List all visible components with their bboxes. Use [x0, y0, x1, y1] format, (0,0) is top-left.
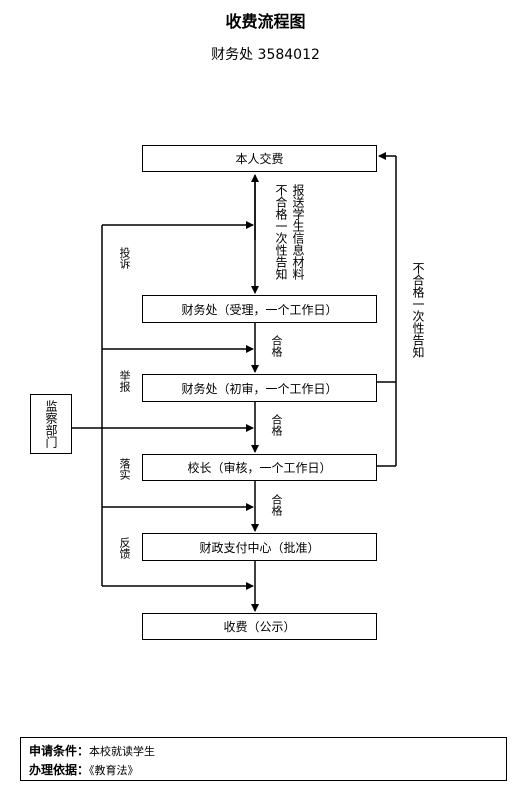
condition-value: 本校就读学生 [89, 745, 156, 758]
label-complaint: 投诉 [118, 247, 131, 269]
box-finance-accept: 财务处（受理，一个工作日） [142, 295, 377, 323]
box-finance-review: 财务处（初审，一个工作日） [142, 374, 377, 402]
box-president-audit: 校长（审核，一个工作日） [142, 454, 377, 481]
page-subtitle: 财务处 3584012 [211, 47, 320, 63]
label-send-materials: 报送学生信息材料 [291, 184, 305, 280]
label-feedback: 反馈 [118, 537, 131, 559]
label-pass-2: 合格 [270, 414, 283, 436]
basis-value: 《教育法》 [89, 764, 139, 777]
box-supervision-dept: 监察部门 [30, 394, 72, 454]
box-pay: 本人交费 [142, 145, 377, 172]
basis-label: 办理依据： [29, 763, 90, 777]
condition-label: 申请条件： [29, 744, 90, 758]
condition-row: 申请条件：本校就读学生 [29, 742, 498, 761]
box-charge-public: 收费（公示） [142, 613, 377, 640]
requirements-box: 申请条件：本校就读学生 办理依据：《教育法》 [20, 737, 507, 781]
label-fail-notice-right: 不合格一次性告知 [411, 262, 425, 358]
supervision-dept-label: 监察部门 [44, 400, 58, 448]
label-fail-notice-left: 不合格一次性告知 [274, 184, 288, 280]
label-implement: 落实 [118, 458, 131, 480]
page-title: 收费流程图 [225, 12, 306, 31]
label-pass-1: 合格 [270, 335, 283, 357]
basis-row: 办理依据：《教育法》 [29, 761, 498, 780]
label-report: 举报 [118, 370, 131, 392]
label-pass-3: 合格 [270, 494, 283, 516]
box-payment-center: 财政支付中心（批准） [142, 533, 377, 561]
